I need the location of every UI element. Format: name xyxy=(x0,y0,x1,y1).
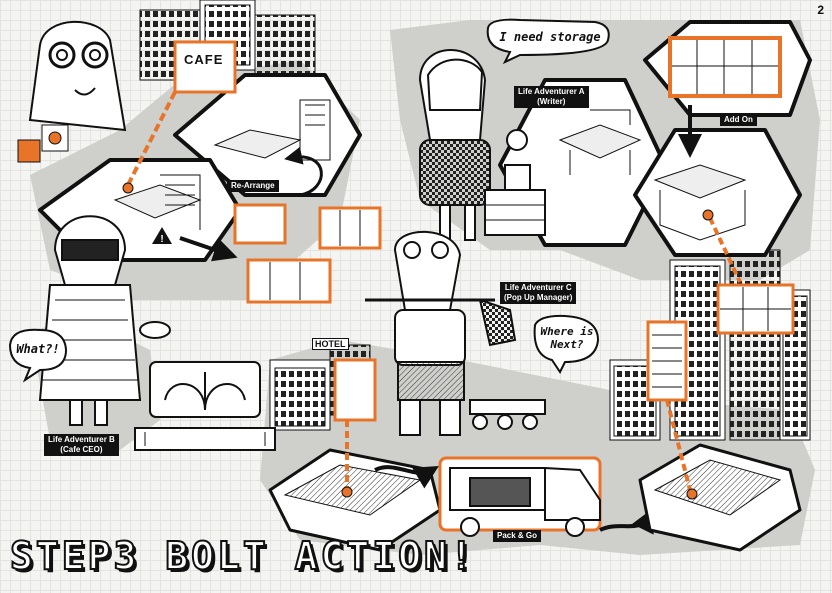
character-writer xyxy=(418,49,546,241)
hotel-sign: HOTEL xyxy=(312,338,349,350)
hex-shop-right xyxy=(638,443,802,552)
warning-icon: ! xyxy=(152,227,172,245)
page-number: 2 xyxy=(817,3,824,17)
character-popup-manager xyxy=(365,230,546,436)
label-adventurer-b: Life Adventurer B (Cafe CEO) xyxy=(44,434,119,456)
shelf-block-right xyxy=(702,209,795,335)
label-adventurer-a-role: (Writer) xyxy=(537,97,566,106)
label-add-on: Add On xyxy=(720,114,757,126)
modular-shelves xyxy=(233,203,382,304)
hex-shop-left xyxy=(268,448,442,552)
character-cafe-ceo xyxy=(38,215,171,426)
label-adventurer-c: Life Adventurer C (Pop Up Manager) xyxy=(500,282,577,304)
label-rearrange: Re-Arrange xyxy=(227,180,279,192)
bubble-shapes xyxy=(8,18,610,383)
cafe-sign: CAFE xyxy=(184,52,224,67)
rearrange-arrow xyxy=(284,146,323,197)
shelf-tower-right xyxy=(646,320,698,500)
label-adventurer-a: Life Adventurer A (Writer) xyxy=(514,86,589,108)
label-adventurer-c-name: Life Adventurer C xyxy=(504,283,572,292)
bubble-where: Where is Next? xyxy=(538,325,596,351)
cube-icon xyxy=(17,124,69,163)
label-pack-go: Pack & Go xyxy=(493,530,542,542)
van-arrow-in xyxy=(374,465,439,489)
bubble-where-line2: Next? xyxy=(550,338,584,351)
mascot-character xyxy=(28,20,127,132)
bubble-what: What?! xyxy=(16,342,60,356)
van xyxy=(438,456,602,537)
warning-arrow xyxy=(179,236,238,262)
page-title: STEP3 BOLT ACTION! xyxy=(9,533,476,579)
svg-text:!: ! xyxy=(160,234,163,245)
fountain xyxy=(134,361,276,451)
bubble-storage: I need storage xyxy=(499,30,601,44)
label-adventurer-b-role: (Cafe CEO) xyxy=(60,445,103,454)
hex-addon-top xyxy=(643,20,812,117)
bubble-where-line1: Where is xyxy=(540,325,594,338)
shelf-tower-left xyxy=(333,358,377,498)
label-adventurer-b-name: Life Adventurer B xyxy=(48,435,115,444)
label-adventurer-c-role: (Pop Up Manager) xyxy=(504,293,573,302)
city-buildings-right xyxy=(609,249,811,441)
hex-rearrange xyxy=(173,73,362,197)
label-adventurer-a-name: Life Adventurer A xyxy=(518,87,585,96)
hex-kitchen xyxy=(633,128,802,257)
cafe-connector xyxy=(122,40,237,194)
